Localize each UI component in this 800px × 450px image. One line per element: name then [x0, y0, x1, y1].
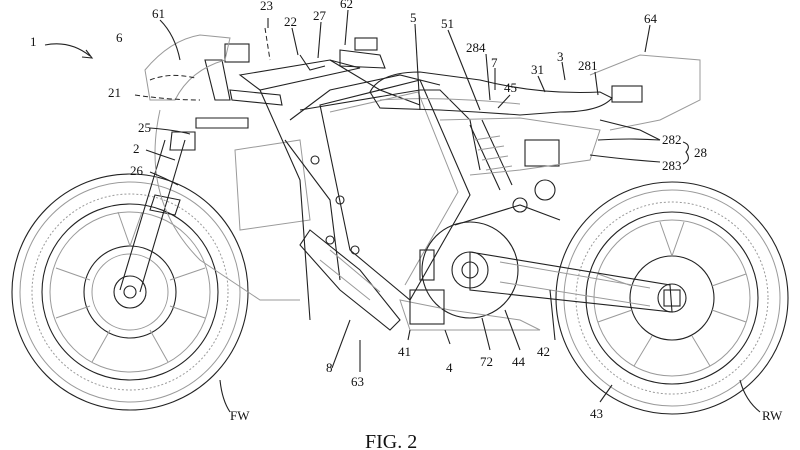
label-1: 1 — [30, 34, 37, 49]
label-3: 3 — [557, 49, 564, 64]
seat — [369, 71, 613, 116]
motor-and-swingarm — [421, 204, 673, 319]
label-51: 51 — [441, 16, 454, 31]
label-rw: RW — [762, 408, 783, 423]
battery-pack — [319, 79, 471, 301]
label-23: 23 — [260, 0, 273, 13]
front-fairing — [144, 34, 311, 301]
label-282: 282 — [662, 132, 682, 147]
rear-shock-assembly — [439, 117, 601, 213]
leader-lines — [44, 9, 761, 413]
front-wheel — [11, 173, 249, 411]
label-284: 284 — [466, 40, 486, 55]
label-21: 21 — [108, 85, 121, 100]
label-4: 4 — [446, 360, 453, 375]
label-62: 62 — [340, 0, 353, 11]
label-281: 281 — [578, 58, 598, 73]
label-45: 45 — [504, 80, 517, 95]
top-components — [264, 27, 386, 71]
label-25: 25 — [138, 120, 151, 135]
label-8: 8 — [326, 360, 333, 375]
label-72: 72 — [480, 354, 493, 369]
label-283: 283 — [662, 158, 682, 173]
reference-numerals: 1 6 61 23 22 27 62 21 25 2 26 5 51 284 7… — [30, 0, 783, 423]
label-63: 63 — [351, 374, 364, 389]
label-61: 61 — [152, 6, 165, 21]
label-64: 64 — [644, 11, 658, 26]
label-27: 27 — [313, 8, 327, 23]
label-41: 41 — [398, 344, 411, 359]
figure-caption: FIG. 2 — [365, 431, 417, 450]
label-5: 5 — [410, 10, 417, 25]
label-42: 42 — [537, 344, 550, 359]
label-43: 43 — [590, 406, 603, 421]
label-6: 6 — [116, 30, 123, 45]
label-28: 28 — [694, 145, 707, 160]
label-26: 26 — [130, 163, 144, 178]
label-44: 44 — [512, 354, 526, 369]
rear-body — [589, 54, 701, 141]
label-31: 31 — [531, 62, 544, 77]
front-fork — [119, 43, 283, 293]
label-fw: FW — [230, 408, 250, 423]
label-7: 7 — [491, 55, 498, 70]
rear-wheel — [555, 181, 789, 415]
label-2: 2 — [133, 141, 140, 156]
label-22: 22 — [284, 14, 297, 29]
